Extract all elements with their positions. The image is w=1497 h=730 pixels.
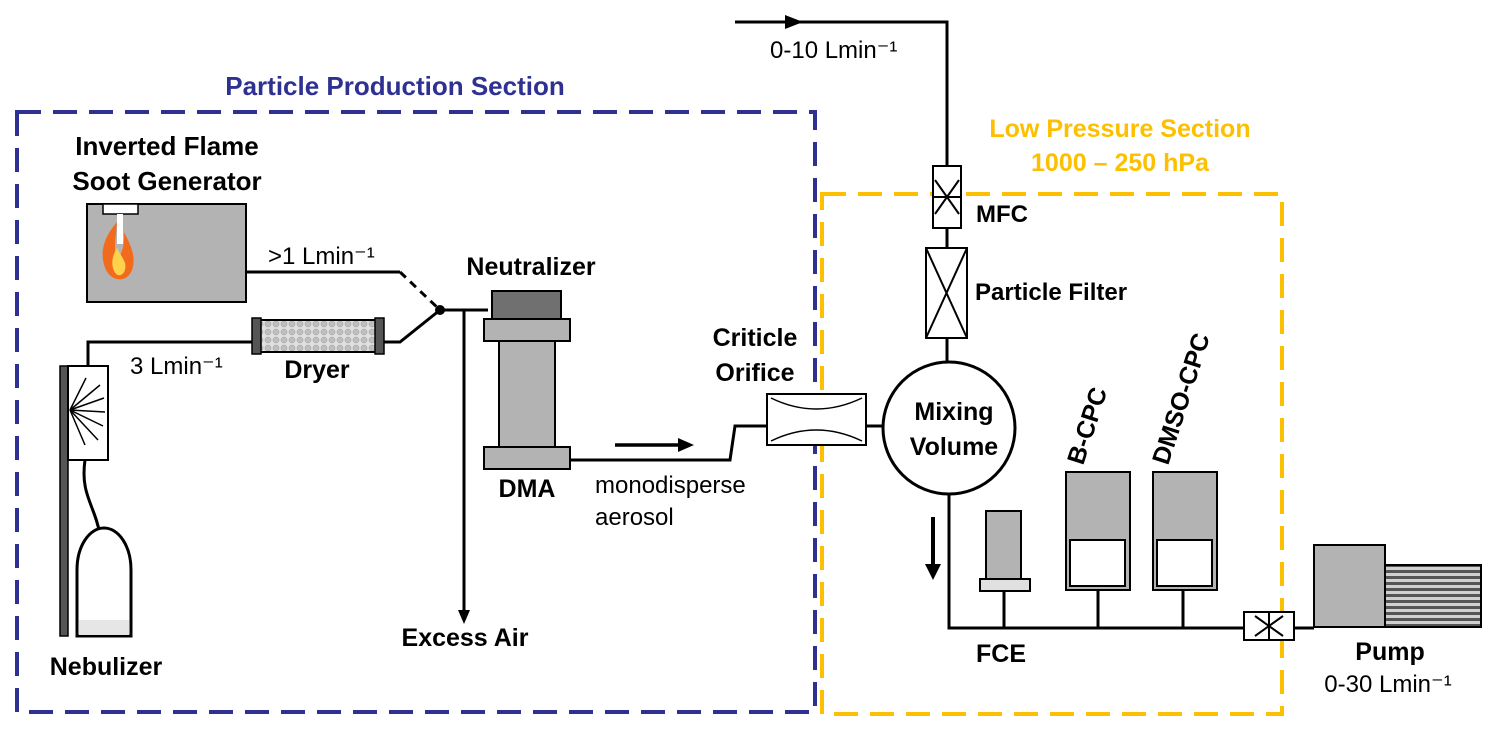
pump-motor xyxy=(1384,564,1482,628)
mixing-volume-label-line2: Volume xyxy=(910,433,999,461)
dryer-label: Dryer xyxy=(284,356,350,384)
dma-label: DMA xyxy=(499,475,556,503)
orifice-curve-top xyxy=(770,397,863,410)
neutralizer-label: Neutralizer xyxy=(466,253,595,281)
nebulizer-head xyxy=(67,365,109,461)
flame-icon xyxy=(102,222,134,280)
mfc-label: MFC xyxy=(976,201,1028,228)
fce-label: FCE xyxy=(976,640,1026,668)
spray-icon xyxy=(69,377,106,446)
mixing-volume-label-line1: Mixing xyxy=(914,398,993,426)
low-pressure-section-title: Low Pressure Section xyxy=(989,115,1250,143)
critical-orifice-label-line2: Orifice xyxy=(715,359,794,387)
soot-flow-rate: >1 Lmin⁻¹ xyxy=(268,243,375,270)
dma-column xyxy=(498,340,556,448)
filter-cross-icon xyxy=(925,247,968,339)
dryer-body xyxy=(254,319,382,353)
particle-production-section-title: Particle Production Section xyxy=(225,71,565,101)
nebulizer-line xyxy=(86,340,255,366)
excess-air-label: Excess Air xyxy=(402,624,529,652)
pump-flow-rate: 0-30 Lmin⁻¹ xyxy=(1324,671,1451,698)
dmso-cpc-window xyxy=(1156,539,1213,587)
nebulizer-bottle xyxy=(75,526,133,638)
particle-filter-label: Particle Filter xyxy=(975,279,1127,306)
fce-body xyxy=(985,510,1022,581)
neutralizer-box xyxy=(491,290,562,320)
monodisperse-label-line1: monodisperse xyxy=(595,472,746,499)
fce-base xyxy=(979,578,1031,592)
dryer-outlet-line xyxy=(384,308,441,344)
nebulizer-tube xyxy=(82,459,102,536)
sampling-line xyxy=(947,494,1244,630)
dryer-cap-left xyxy=(251,317,262,355)
dma-bottom-cap xyxy=(483,446,571,470)
particle-production-section-boundary xyxy=(15,110,817,714)
inlet-line xyxy=(735,20,949,166)
nebulizer-flow-rate: 3 Lmin⁻¹ xyxy=(130,353,223,380)
b-cpc-label: B-CPC xyxy=(1062,384,1113,468)
critical-orifice-box xyxy=(766,393,867,446)
flame-stem xyxy=(117,214,123,244)
dmso-cpc-label: DMSO-CPC xyxy=(1147,330,1216,468)
critical-orifice-label-line1: Criticle xyxy=(713,324,798,352)
b-cpc-window xyxy=(1069,539,1126,587)
pump-body xyxy=(1313,544,1386,628)
down-arrow-head xyxy=(925,564,941,580)
dryer-cap-right xyxy=(374,317,385,355)
dma-top-cap xyxy=(483,318,571,342)
nebulizer-label: Nebulizer xyxy=(50,653,163,681)
mfc-valve-icon xyxy=(934,179,960,215)
monodisperse-label-line2: aerosol xyxy=(595,504,674,531)
excess-air-arrowhead xyxy=(458,610,470,624)
soot-dashed-connector xyxy=(398,270,442,312)
orifice-curve-bottom xyxy=(770,429,863,442)
nebulizer-liquid xyxy=(79,620,129,635)
monodisperse-line xyxy=(570,424,767,462)
burner-nozzle xyxy=(102,203,139,215)
low-pressure-section-boundary xyxy=(820,192,1284,716)
inlet-arrow-head xyxy=(785,15,803,29)
soot-generator-label-line1: Inverted Flame xyxy=(75,131,259,161)
inlet-flow-rate: 0-10 Lmin⁻¹ xyxy=(770,37,897,64)
pump-valve-icon xyxy=(1254,615,1284,637)
flow-arrow-head xyxy=(678,438,694,452)
pump-label: Pump xyxy=(1355,638,1424,666)
mixing-volume-circle xyxy=(881,360,1017,496)
soot-generator-label-line2: Soot Generator xyxy=(72,166,261,196)
low-pressure-range: 1000 – 250 hPa xyxy=(1031,149,1210,177)
nebulizer-stand xyxy=(59,365,69,637)
